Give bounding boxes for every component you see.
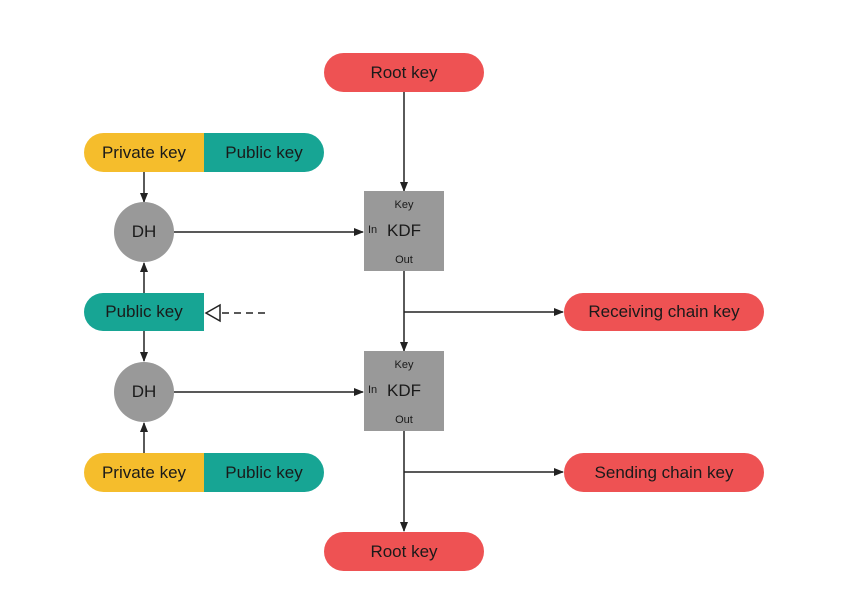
kdf-bottom: Key In KDF Out [364, 351, 444, 431]
dh-bottom: DH [114, 362, 174, 422]
public-key-top: Public key [204, 133, 324, 172]
open-arrow-head [204, 303, 221, 323]
root-key-top: Root key [324, 53, 484, 92]
kdf-top-in-label: In [368, 224, 378, 236]
public-key-middle: Public key [84, 293, 204, 331]
root-key-bottom: Root key [324, 532, 484, 571]
kdf-top-key-label: Key [394, 199, 414, 211]
kdf-bottom-key-label: Key [394, 359, 414, 371]
private-key-top: Private key [84, 133, 204, 172]
kdf-bottom-name: KDF [387, 381, 421, 400]
kdf-top: Key In KDF Out [364, 191, 444, 271]
receiving-chain-key: Receiving chain key [564, 293, 764, 331]
dh-top: DH [114, 202, 174, 262]
kdf-bottom-out-label: Out [395, 414, 413, 426]
kdf-bottom-in-label: In [368, 384, 378, 396]
kdf-top-name: KDF [387, 221, 421, 240]
sending-chain-key: Sending chain key [564, 453, 764, 492]
kdf-top-out-label: Out [395, 254, 413, 266]
private-key-bottom: Private key [84, 453, 204, 492]
public-key-bottom: Public key [204, 453, 324, 492]
